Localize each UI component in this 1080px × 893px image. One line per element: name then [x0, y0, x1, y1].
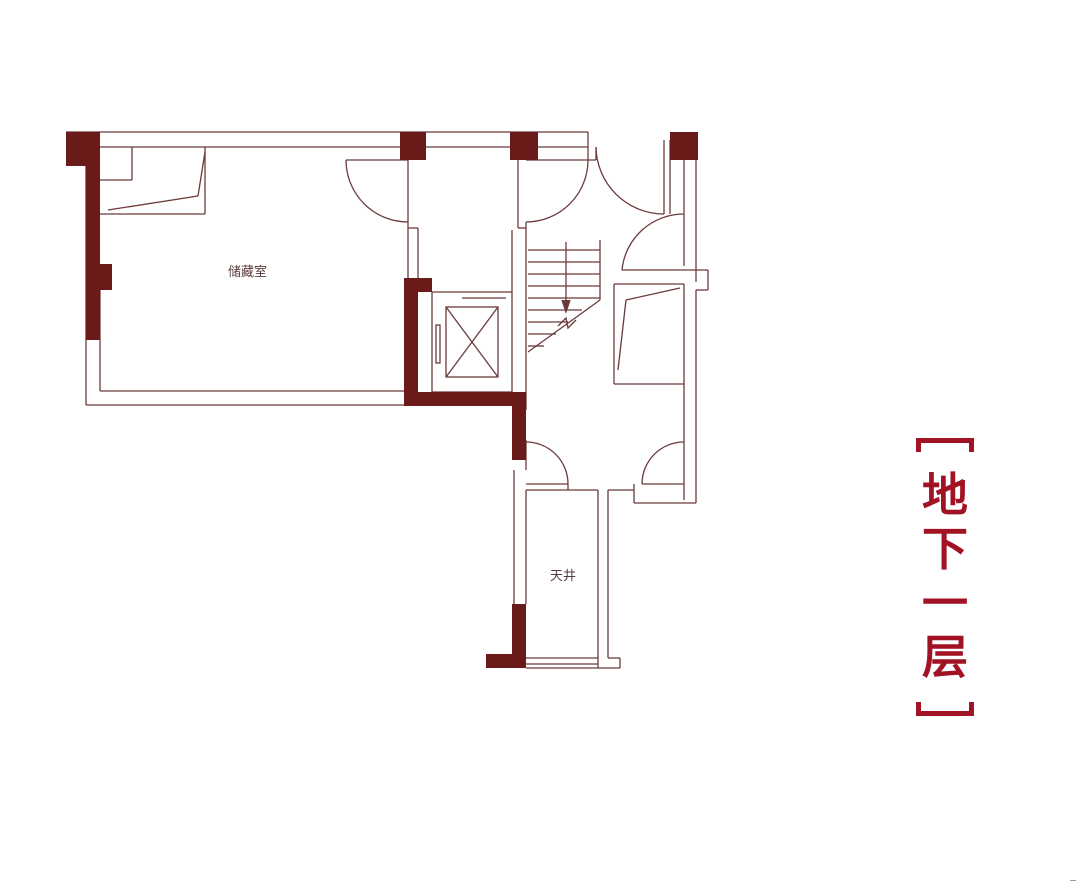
floor-title-block: 地 下 一 层 [912, 438, 978, 716]
lobby-doors [525, 440, 696, 504]
right-fixture [613, 283, 684, 385]
solid-walls [66, 132, 698, 668]
elevator [417, 230, 513, 393]
storage-room-outline [66, 131, 596, 406]
storage-room-label: 储藏室 [228, 264, 267, 280]
floor-title-char: 一 [922, 576, 968, 630]
lightwell-label: 天井 [550, 569, 576, 584]
corner-mark [1070, 880, 1076, 881]
corridor-right [595, 140, 709, 503]
staircase [525, 228, 601, 410]
floor-title-char: 地 [922, 468, 968, 522]
floor-title-char: 下 [922, 522, 968, 576]
title-bracket-top [916, 438, 974, 452]
title-bracket-bottom [916, 702, 974, 716]
floor-title-char: 层 [922, 630, 968, 684]
storage-fixture [100, 147, 206, 215]
lightwell-outline [513, 470, 634, 669]
double-door [345, 159, 589, 229]
floor-title: 地 下 一 层 [912, 468, 978, 684]
